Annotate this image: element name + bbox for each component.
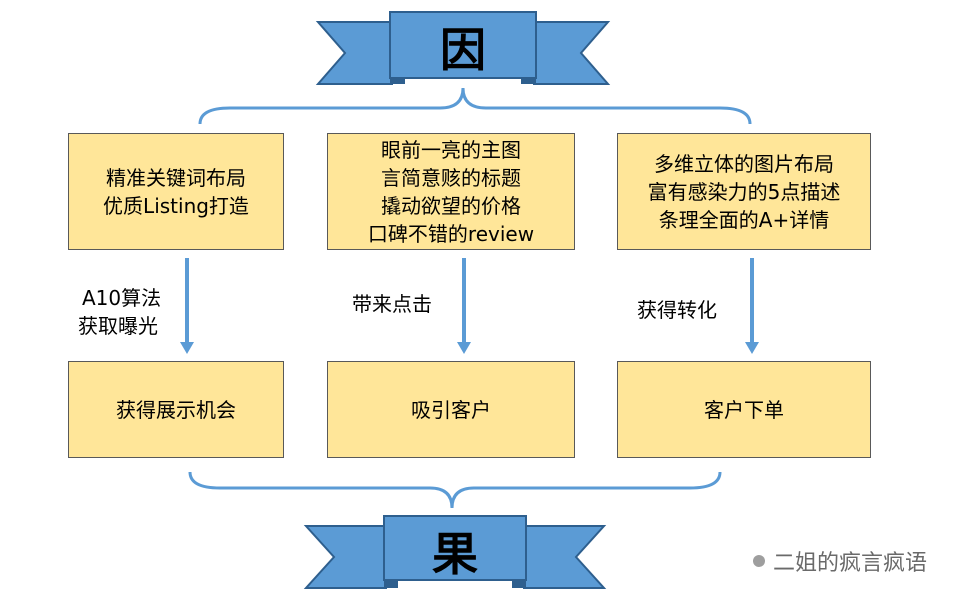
cause-line: 精准关键词布局 (106, 165, 246, 190)
cause-line: 口碑不错的review (367, 221, 535, 246)
arrow-1 (180, 258, 194, 354)
result-label: 获得展示机会 (116, 397, 236, 422)
arrow-label-2: 带来点击 (352, 292, 432, 316)
cause-line: 撬动欲望的价格 (381, 193, 521, 218)
cause-line: 条理全面的A+详情 (658, 207, 830, 232)
cause-box-listing: 精准关键词布局 优质Listing打造 (68, 133, 284, 250)
cause-line: 言简意赅的标题 (381, 165, 521, 190)
arrow-2 (457, 258, 471, 354)
watermark: 二姐的疯言疯语 (752, 545, 927, 577)
bottom-brace (188, 471, 722, 509)
cause-line: 多维立体的图片布局 (654, 151, 834, 176)
result-box-customers: 吸引客户 (327, 361, 575, 458)
bottom-ribbon-banner (303, 515, 607, 589)
cause-box-visuals: 眼前一亮的主图 言简意赅的标题 撬动欲望的价格 口碑不错的review (327, 133, 575, 250)
result-label: 客户下单 (704, 397, 784, 422)
wechat-icon (752, 555, 765, 567)
bottom-banner-label: 果 (432, 527, 478, 581)
top-ribbon-banner (315, 11, 611, 85)
result-box-exposure: 获得展示机会 (68, 361, 284, 458)
arrow-3 (745, 258, 759, 354)
cause-line: 眼前一亮的主图 (381, 137, 521, 162)
cause-line: 富有感染力的5点描述 (647, 179, 841, 204)
arrow-label-1-line-1: A10算法 (82, 286, 162, 310)
watermark-text: 二姐的疯言疯语 (772, 551, 927, 576)
arrow-label-1-line-2: 获取曝光 (78, 314, 158, 338)
top-brace (198, 87, 752, 125)
result-box-order: 客户下单 (617, 361, 871, 458)
top-banner-label: 因 (440, 23, 486, 77)
cause-box-content: 多维立体的图片布局 富有感染力的5点描述 条理全面的A+详情 (617, 133, 871, 250)
cause-line: 优质Listing打造 (103, 193, 249, 218)
result-label: 吸引客户 (411, 397, 491, 422)
arrow-label-3: 获得转化 (637, 298, 717, 322)
